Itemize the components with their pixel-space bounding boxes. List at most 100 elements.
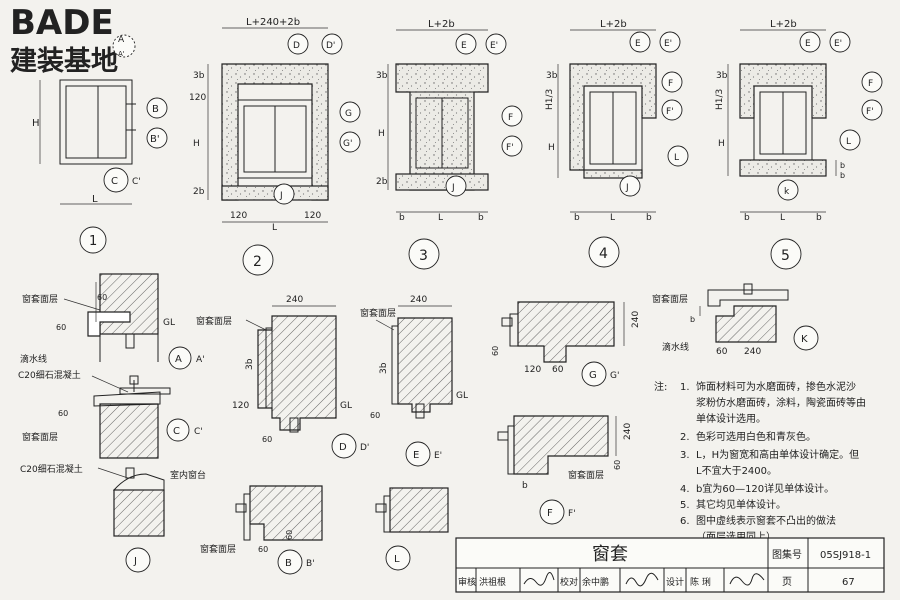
section-bubble: F'	[861, 99, 883, 121]
section-bubble: C C'	[103, 167, 141, 193]
svg-text:60: 60	[258, 545, 268, 554]
svg-text:J: J	[133, 556, 137, 567]
svg-text:5.: 5.	[680, 500, 690, 511]
svg-text:b: b	[690, 315, 695, 324]
svg-text:H1/3: H1/3	[715, 89, 725, 110]
logo: BADE 建装基地	[10, 3, 118, 77]
svg-text:k: k	[784, 187, 790, 197]
svg-text:H: H	[548, 143, 555, 153]
section-bubble: E	[799, 31, 821, 53]
svg-text:240: 240	[623, 423, 633, 440]
elevation-4: L+2b 3b H1/3 H b L b E E' F F' L J 4	[545, 19, 689, 268]
svg-text:b: b	[816, 213, 822, 223]
section-bubble: D'	[321, 33, 343, 55]
svg-text:G: G	[589, 370, 597, 381]
elev1-height-dim: H	[32, 118, 40, 129]
svg-text:b: b	[522, 481, 528, 491]
svg-text:60: 60	[285, 530, 294, 540]
svg-text:B: B	[285, 558, 292, 569]
svg-text:C: C	[111, 176, 118, 187]
section-bubble: A A'	[112, 34, 136, 58]
label-drip-line: 滴水线	[20, 353, 47, 365]
label-facing-layer: 窗套面层	[200, 543, 236, 555]
section-bubble: E'	[659, 31, 681, 53]
svg-text:E': E'	[664, 39, 672, 49]
svg-text:3b: 3b	[376, 71, 388, 81]
svg-text:GL: GL	[340, 401, 352, 411]
svg-text:60: 60	[56, 323, 66, 332]
svg-text:审核: 审核	[458, 576, 476, 588]
svg-text:D: D	[339, 442, 347, 453]
svg-text:J: J	[451, 183, 455, 193]
svg-text:GL: GL	[163, 318, 175, 328]
svg-text:B': B'	[150, 134, 160, 145]
figure-number: 3	[419, 248, 428, 264]
elevation-1: H L A A' B B' C C' 1	[32, 34, 168, 254]
svg-text:F': F'	[506, 143, 514, 153]
svg-text:L不宜大于2400。: L不宜大于2400。	[696, 464, 777, 477]
svg-text:K: K	[801, 334, 808, 345]
label-drip-line: 滴水线	[662, 341, 689, 353]
svg-text:120: 120	[232, 401, 249, 411]
label-facing-layer: 窗套面层	[568, 469, 604, 481]
svg-text:b: b	[399, 213, 405, 223]
section-bubble: K	[793, 325, 819, 351]
svg-text:J: J	[279, 191, 283, 201]
svg-text:A: A	[175, 354, 182, 365]
notes-prefix: 注:	[654, 380, 667, 393]
svg-text:b: b	[646, 213, 652, 223]
svg-text:L+2b: L+2b	[600, 19, 627, 30]
elevation-5: L+2b 3b H1/3 H b b b L b E E' F F' L k 5	[715, 19, 883, 270]
svg-text:L: L	[610, 213, 615, 223]
svg-text:6.: 6.	[680, 516, 690, 527]
svg-text:L，H为窗宽和高由单体设计确定。但: L，H为窗宽和高由单体设计确定。但	[696, 448, 859, 461]
section-bubble: F	[661, 71, 683, 93]
svg-text:60: 60	[613, 460, 622, 470]
svg-text:浆粉仿水磨面砖，涂料，陶瓷面砖等由: 浆粉仿水磨面砖，涂料，陶瓷面砖等由	[696, 396, 866, 409]
section-bubble: E'	[485, 33, 507, 55]
svg-text:F': F'	[568, 509, 576, 519]
svg-text:H: H	[193, 139, 200, 149]
section-bubble: E	[629, 31, 651, 53]
svg-text:3b: 3b	[379, 362, 389, 374]
svg-text:设计: 设计	[666, 576, 684, 588]
svg-text:校对: 校对	[560, 576, 578, 588]
svg-text:B': B'	[306, 559, 315, 569]
drawing-title: 窗套	[592, 544, 628, 565]
svg-text:60: 60	[370, 411, 380, 420]
label-facing-layer: 窗套面层	[196, 315, 232, 327]
svg-text:F: F	[668, 79, 673, 89]
svg-text:D': D'	[360, 443, 369, 453]
label-facing-layer: 窗套面层	[22, 431, 58, 443]
section-k: b 60 240 窗套面层 滴水线 K	[652, 283, 819, 357]
label-facing-layer: 窗套面层	[22, 293, 58, 305]
svg-text:240: 240	[631, 311, 641, 328]
atlas-number-label: 图集号	[772, 548, 802, 561]
label-c20-concrete: C20细石混凝土	[20, 463, 83, 475]
section-bubble: D D'	[331, 433, 369, 459]
svg-text:色彩可选用白色和青灰色。: 色彩可选用白色和青灰色。	[696, 430, 816, 443]
section-bubble: L	[385, 545, 411, 571]
svg-text:3b: 3b	[245, 358, 255, 370]
svg-text:3b: 3b	[546, 71, 558, 81]
designer-name: 陈 琍	[690, 576, 711, 588]
checker-signature	[625, 572, 659, 587]
section-bubble: G	[339, 101, 361, 123]
svg-text:B: B	[152, 104, 159, 115]
svg-text:60: 60	[97, 293, 107, 302]
svg-text:L+2b: L+2b	[428, 19, 455, 30]
svg-text:60: 60	[491, 346, 500, 356]
svg-text:L: L	[674, 153, 679, 163]
svg-text:H1/3: H1/3	[545, 89, 555, 110]
svg-text:L: L	[846, 137, 851, 147]
svg-text:G: G	[345, 109, 352, 119]
svg-text:240: 240	[286, 295, 303, 305]
svg-text:其它均见单体设计。: 其它均见单体设计。	[696, 498, 786, 511]
section-bubble: B B'	[277, 549, 315, 575]
